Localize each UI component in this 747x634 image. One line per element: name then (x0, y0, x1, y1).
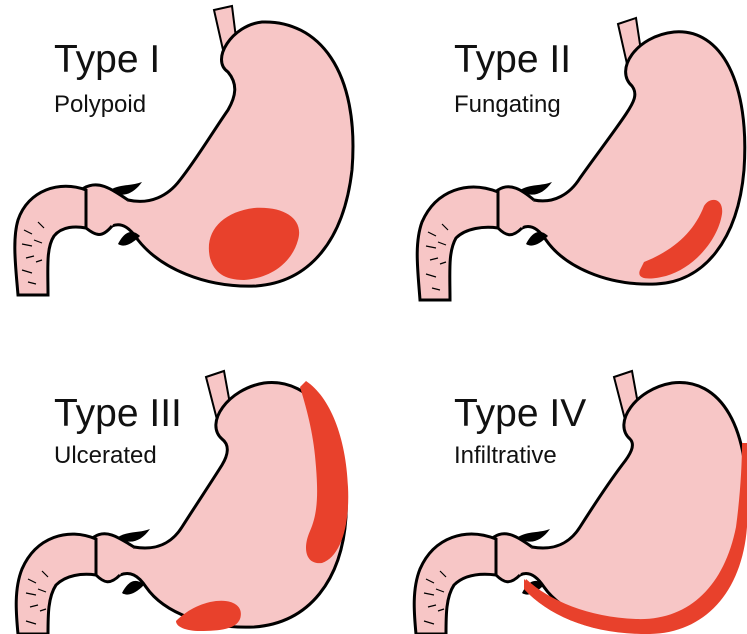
panel-type-1: Type I Polypoid (0, 0, 373, 317)
panel-type-2: Type II Fungating (374, 0, 747, 317)
pylorus-fold-upper (110, 182, 142, 195)
panel-type-4: Type IV Infiltrative (374, 317, 747, 634)
stomach-diagram-type-4 (374, 317, 747, 634)
type-title: Type II (454, 40, 571, 79)
duodenum (15, 186, 86, 295)
type-subtitle: Ulcerated (54, 444, 157, 468)
type-title: Type III (54, 394, 182, 433)
pylorus-fold-upper (118, 529, 150, 542)
duodenum (414, 534, 496, 634)
type-subtitle: Polypoid (54, 93, 146, 117)
pylorus-fold-upper (520, 182, 552, 195)
pylorus-fold-lower (526, 232, 548, 246)
type-title: Type IV (454, 394, 586, 433)
panel-type-3: Type III Ulcerated (0, 317, 373, 634)
duodenum (417, 187, 498, 300)
duodenum (16, 534, 96, 634)
type-title: Type I (54, 40, 160, 79)
pylorus-fold-lower (122, 581, 144, 595)
type-subtitle: Fungating (454, 93, 561, 117)
stomach-diagram-type-3 (0, 317, 373, 634)
pylorus-fold-upper (518, 529, 550, 542)
type-subtitle: Infiltrative (454, 444, 557, 468)
pylorus-fold-lower (118, 232, 140, 246)
